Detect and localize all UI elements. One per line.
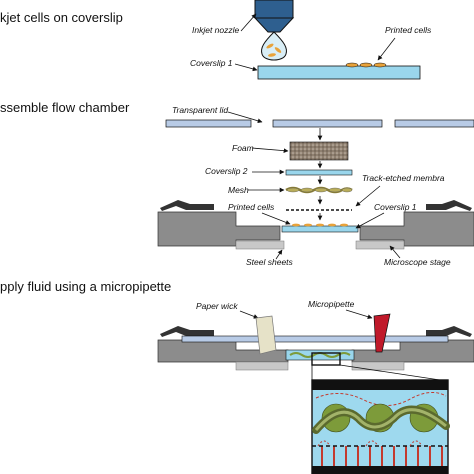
steel-sheet-left [235,240,285,250]
steel-sheet-bottom-right [351,361,405,371]
zoom-region-box [311,352,341,366]
paper-wick-label: Paper wick [196,301,238,311]
paper-wick-icon [255,315,277,355]
microscope-stage-mid [157,200,474,247]
coverslip2-label: Coverslip 2 [205,166,248,176]
transparent-lid [165,119,474,128]
micropipette-icon [373,313,391,353]
coverslip1-top [257,65,421,80]
coverslip1-mid-label: Coverslip 1 [374,202,417,212]
steel-sheets-label: Steel sheets [246,257,294,267]
coverslip1-mid [281,225,359,233]
step1-title: kjet cells on coverslip [0,10,123,25]
steel-sheet-bottom-left [235,361,289,371]
steel-sheet-right [355,240,405,250]
assembled-chamber [285,349,355,361]
step2-title: ssemble flow chamber [0,100,130,115]
foam-label: Foam [232,143,254,153]
mesh-label: Mesh [228,185,249,195]
printed-cells-mid-label: Printed cells [228,202,275,212]
microscope-stage-label: Microscope stage [384,257,451,267]
printed-cells-top [345,62,387,68]
transparent-lid-label: Transparent lid [172,105,228,115]
inkjet-nozzle-icon [253,0,295,33]
zoom-inset [311,379,450,474]
track-etched-label: Track-etched membra [362,173,445,183]
printed-cells-top-label: Printed cells [385,25,432,35]
inkjet-nozzle-label: Inkjet nozzle [192,25,240,35]
mesh [285,186,353,194]
droplet-icon [261,31,287,61]
step3-title: pply fluid using a micropipette [0,279,171,294]
printed-cells-mid [292,223,348,227]
foam-block [289,141,349,161]
micropipette-label: Micropipette [308,299,355,309]
coverslip2 [285,169,353,176]
assembled-lid [181,335,449,343]
coverslip1-top-label: Coverslip 1 [190,58,233,68]
